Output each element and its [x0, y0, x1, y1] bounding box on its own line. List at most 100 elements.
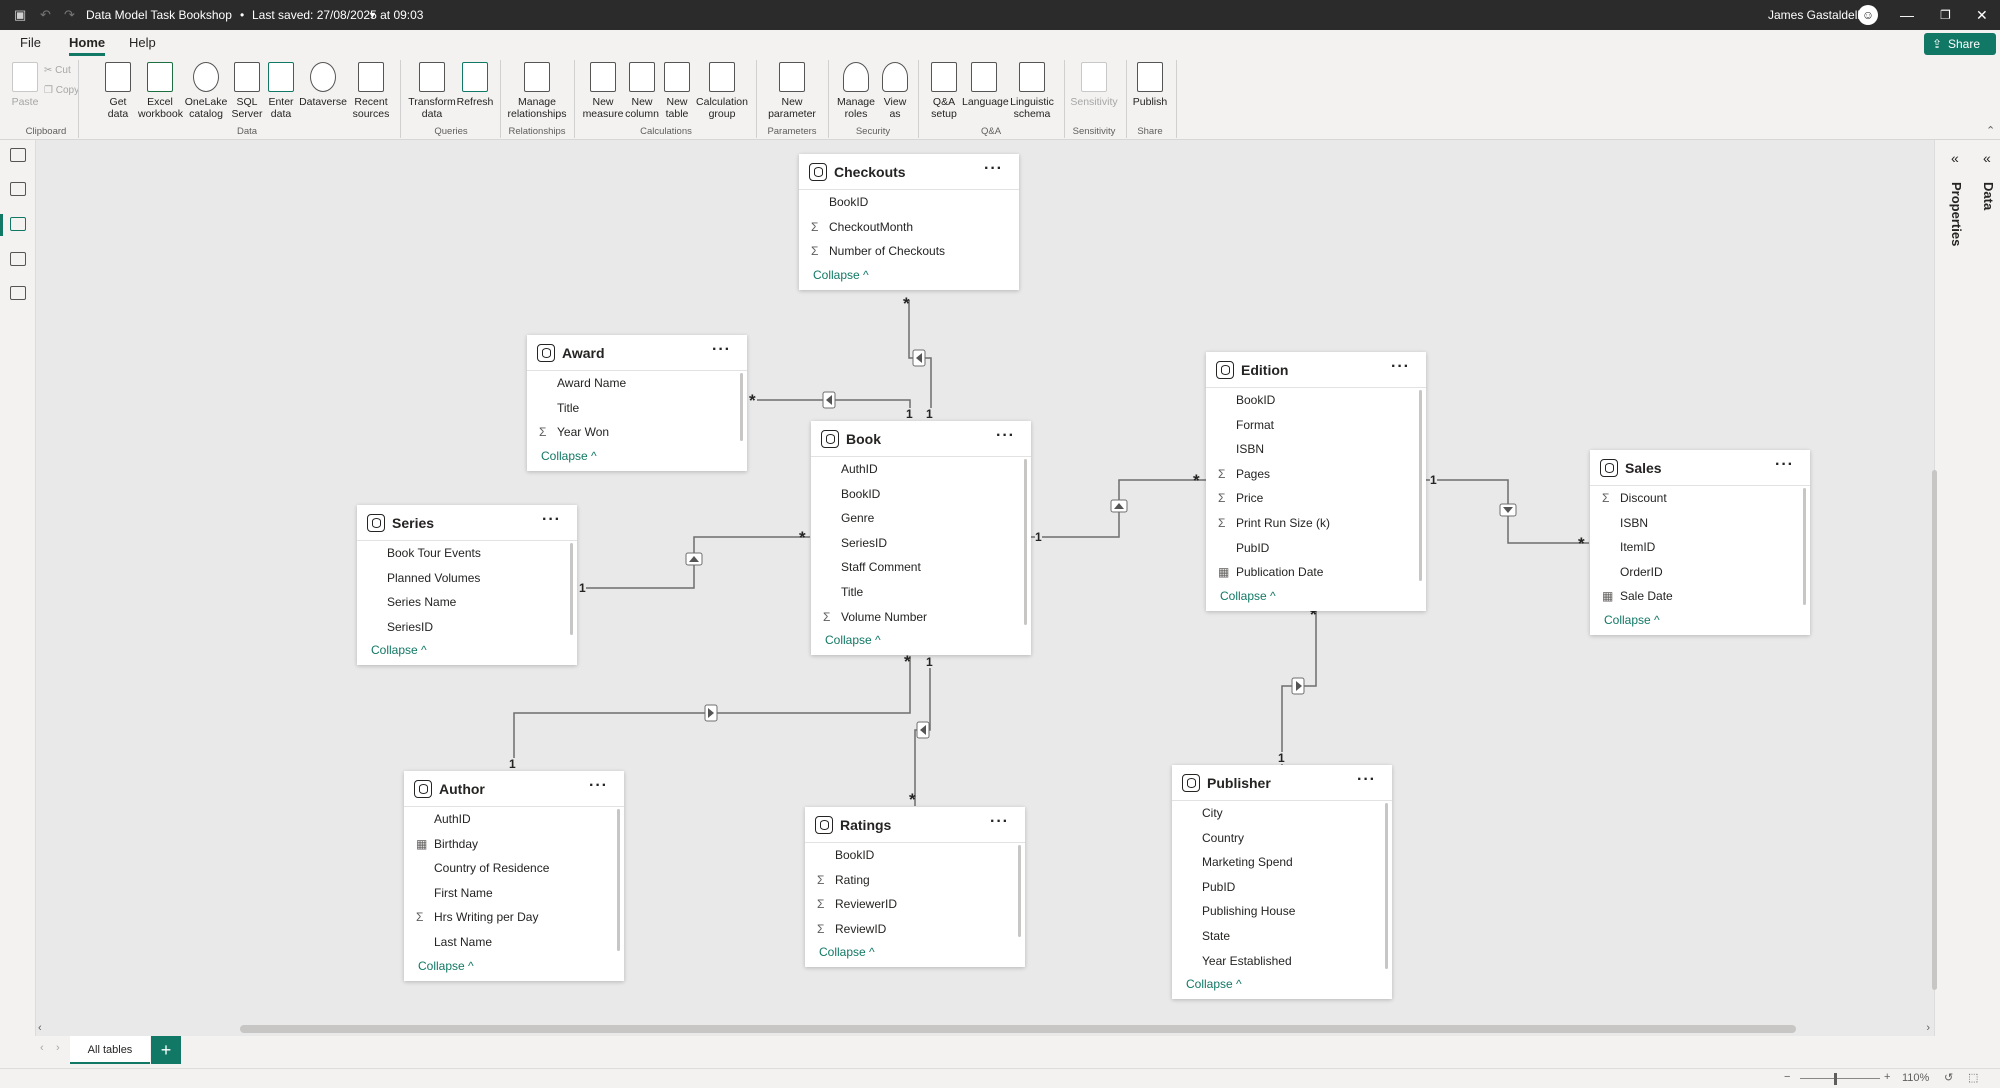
field-row[interactable]: Title: [811, 580, 1031, 605]
table-card-header[interactable]: Publisher···: [1172, 765, 1392, 801]
paste-button[interactable]: Paste: [10, 62, 40, 108]
collapse-button[interactable]: Collapse ^: [418, 958, 474, 973]
table-card-header[interactable]: Ratings···: [805, 807, 1025, 843]
tab-nav-next-icon[interactable]: ›: [56, 1042, 60, 1054]
field-row[interactable]: ISBN: [1590, 511, 1810, 536]
field-row[interactable]: Award Name: [527, 371, 747, 396]
field-row[interactable]: BookID: [805, 843, 1025, 868]
copy-button[interactable]: ❐ Copy: [44, 85, 80, 96]
field-row[interactable]: Series Name: [357, 590, 577, 615]
restore-icon[interactable]: ❐: [1940, 8, 1951, 22]
data-pane-tab[interactable]: Data: [1981, 182, 1996, 211]
report-view-icon[interactable]: [10, 148, 26, 162]
field-row[interactable]: ▦Birthday: [404, 832, 624, 857]
properties-pane-tab[interactable]: Properties: [1949, 182, 1964, 247]
publish-button[interactable]: Publish: [1130, 62, 1170, 108]
collapse-button[interactable]: Collapse ^: [1186, 977, 1242, 992]
table-card-header[interactable]: Sales···: [1590, 450, 1810, 486]
table-card-header[interactable]: Series···: [357, 505, 577, 541]
new-table-button[interactable]: New table: [660, 62, 694, 120]
field-row[interactable]: Genre: [811, 506, 1031, 531]
field-row[interactable]: AuthID: [811, 457, 1031, 482]
field-row[interactable]: Publishing House: [1172, 899, 1392, 924]
refresh-button[interactable]: Refresh: [456, 62, 494, 108]
field-row[interactable]: BookID: [799, 190, 1019, 215]
zoom-level[interactable]: 110%: [1902, 1072, 1930, 1084]
field-list-scrollbar[interactable]: [1024, 459, 1027, 626]
field-list-scrollbar[interactable]: [1385, 803, 1388, 970]
zoom-out-icon[interactable]: −: [1784, 1071, 1791, 1083]
field-row[interactable]: ▦Sale Date: [1590, 584, 1810, 609]
language-button[interactable]: Language: [962, 62, 1009, 108]
field-row[interactable]: City: [1172, 801, 1392, 826]
table-card-header[interactable]: Checkouts···: [799, 154, 1019, 190]
tmdl-view-icon[interactable]: [10, 286, 26, 300]
linguistic-schema-button[interactable]: Linguistic schema: [1006, 62, 1058, 120]
fit-to-screen-icon[interactable]: ⬚: [1968, 1072, 1979, 1084]
model-view-icon[interactable]: [10, 217, 26, 231]
collapse-button[interactable]: Collapse ^: [371, 643, 427, 658]
field-row[interactable]: BookID: [811, 482, 1031, 507]
get-data-button[interactable]: Get data: [100, 62, 136, 120]
view-as-button[interactable]: View as: [878, 62, 912, 120]
more-options-icon[interactable]: ···: [990, 813, 1009, 830]
more-options-icon[interactable]: ···: [712, 341, 731, 358]
new-parameter-button[interactable]: New parameter: [762, 62, 822, 120]
field-row[interactable]: Country of Residence: [404, 856, 624, 881]
field-row[interactable]: Staff Comment: [811, 555, 1031, 580]
cut-button[interactable]: ✂ Cut: [44, 65, 71, 76]
field-row[interactable]: OrderID: [1590, 560, 1810, 585]
collapse-button[interactable]: Collapse ^: [541, 448, 597, 463]
manage-relationships-button[interactable]: Manage relationships: [506, 62, 568, 120]
qa-setup-button[interactable]: Q&A setup: [926, 62, 962, 120]
sensitivity-button[interactable]: Sensitivity: [1068, 62, 1120, 108]
field-row[interactable]: Last Name: [404, 930, 624, 955]
collapse-button[interactable]: Collapse ^: [1604, 612, 1660, 627]
more-options-icon[interactable]: ···: [984, 160, 1003, 177]
tab-nav-prev-icon[interactable]: ‹: [40, 1042, 44, 1054]
field-row[interactable]: ISBN: [1206, 437, 1426, 462]
field-list-scrollbar[interactable]: [570, 543, 573, 636]
field-list-scrollbar[interactable]: [740, 373, 743, 441]
field-list-scrollbar[interactable]: [1803, 488, 1806, 605]
field-row[interactable]: Book Tour Events: [357, 541, 577, 566]
title-dropdown-icon[interactable]: ▼: [368, 10, 377, 20]
vertical-scrollbar[interactable]: [1930, 140, 1938, 1020]
new-measure-button[interactable]: New measure: [582, 62, 624, 120]
minimize-icon[interactable]: —: [1900, 7, 1914, 23]
zoom-slider-thumb[interactable]: [1834, 1073, 1837, 1085]
more-options-icon[interactable]: ···: [996, 427, 1015, 444]
dataverse-button[interactable]: Dataverse: [298, 62, 348, 108]
sql-server-button[interactable]: SQL Server: [230, 62, 264, 120]
field-row[interactable]: BookID: [1206, 388, 1426, 413]
tab-home[interactable]: Home: [69, 35, 106, 56]
reset-zoom-icon[interactable]: ↺: [1944, 1072, 1954, 1084]
field-row[interactable]: Planned Volumes: [357, 566, 577, 591]
field-row[interactable]: PubID: [1172, 875, 1392, 900]
collapse-button[interactable]: Collapse ^: [1220, 588, 1276, 603]
zoom-in-icon[interactable]: +: [1884, 1071, 1891, 1083]
field-row[interactable]: Format: [1206, 413, 1426, 438]
user-name[interactable]: James Gastaldello: [1768, 8, 1867, 22]
expand-data-icon[interactable]: «: [1983, 150, 1991, 166]
table-card-header[interactable]: Award···: [527, 335, 747, 371]
more-options-icon[interactable]: ···: [1357, 771, 1376, 788]
scroll-left-icon[interactable]: ‹: [38, 1022, 42, 1034]
field-list-scrollbar[interactable]: [617, 809, 620, 951]
manage-roles-button[interactable]: Manage roles: [834, 62, 878, 120]
field-row[interactable]: PubID: [1206, 536, 1426, 561]
save-icon[interactable]: ▣: [14, 7, 27, 22]
field-row[interactable]: Title: [527, 396, 747, 421]
tab-all-tables[interactable]: All tables: [70, 1036, 150, 1064]
share-button[interactable]: Share: [1924, 33, 1996, 55]
